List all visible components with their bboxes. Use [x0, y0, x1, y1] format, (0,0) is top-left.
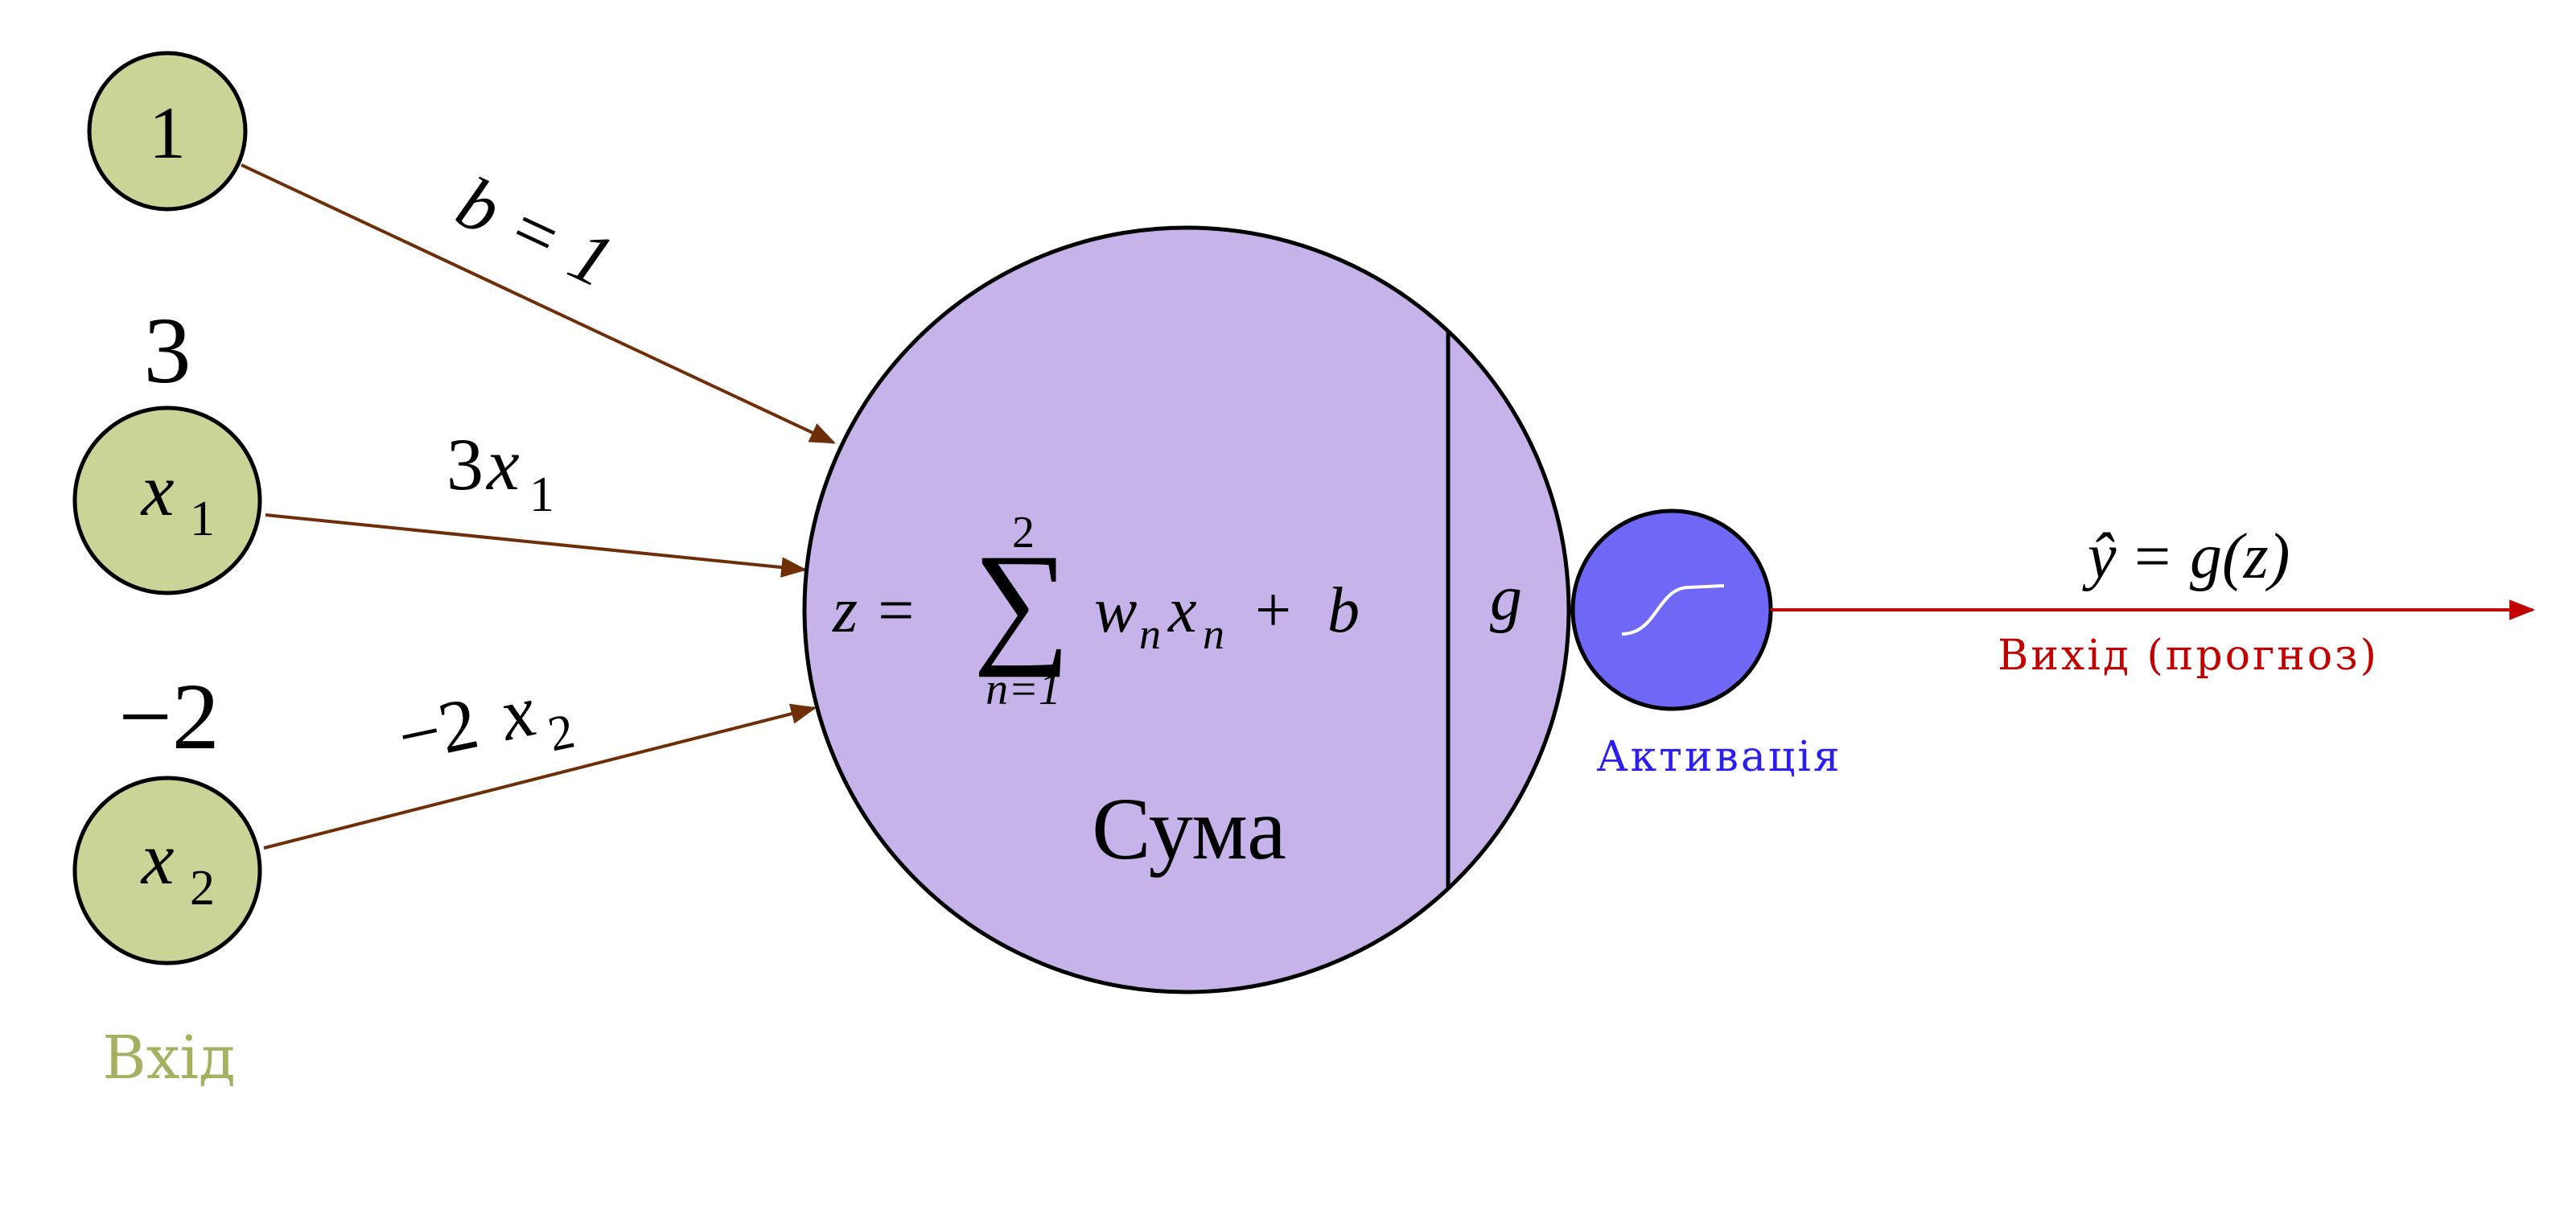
x1-edge-sub: 1: [529, 467, 554, 522]
x1-edge-coef: 3: [446, 423, 484, 505]
x1-node-sub: 1: [190, 492, 215, 546]
x2-edge-sub: 2: [544, 703, 579, 762]
x2-node-sub: 2: [190, 861, 215, 916]
sigma-lower: n=1: [986, 665, 1061, 714]
output-y-hat: ŷ: [2082, 521, 2117, 592]
x1-edge-label: 3 x 1: [446, 423, 554, 522]
x1-weight: 3: [144, 298, 191, 403]
x2-weight: −2: [118, 664, 220, 769]
bias-node-label: 1: [149, 92, 186, 174]
input-section-label: Вхід: [102, 1023, 235, 1093]
sigmoid-curve-icon: [1621, 584, 1725, 636]
bias-edge-label: b = 1: [445, 161, 625, 303]
sum-node: z = ∑ 2 n=1 w n x n + b g Сума: [802, 225, 1571, 994]
term-x: x: [1167, 575, 1197, 646]
term-w-sub: n: [1139, 610, 1161, 658]
x1-edge-var: x: [485, 423, 520, 505]
sigma-upper: 2: [1012, 508, 1035, 558]
term-w: w: [1094, 575, 1137, 646]
x1-node-var: x: [140, 449, 175, 531]
bias-edge: [241, 163, 836, 444]
term-x-sub: n: [1203, 610, 1224, 658]
term-plus: +: [1255, 575, 1291, 646]
x2-edge-var: x: [492, 669, 542, 757]
x2-edge-coef: −2: [391, 681, 485, 778]
x1-node: x 1: [72, 406, 262, 595]
x2-node-var: x: [140, 817, 175, 900]
activation-node: [1570, 508, 1773, 711]
formula-lhs: z =: [832, 575, 917, 646]
bias-node: 1: [87, 51, 248, 212]
output-formula-rest: = g(z): [2130, 521, 2290, 592]
sum-g-label: g: [1490, 563, 1522, 634]
sigma-icon: ∑: [973, 526, 1070, 677]
x2-edge: [263, 703, 817, 850]
output-formula: ŷ = g(z): [2082, 521, 2290, 592]
output-label: Вихід (прогноз): [1998, 632, 2379, 680]
sum-node-label: Сума: [1092, 780, 1286, 878]
x2-node: x 2: [72, 776, 262, 965]
activation-label: Активація: [1596, 733, 1841, 781]
sum-formula: z = ∑ 2 n=1 w n x n + b: [832, 508, 1360, 714]
x2-edge-label: −2 x 2: [391, 669, 579, 778]
x1-edge: [265, 513, 808, 578]
term-b: b: [1327, 575, 1360, 646]
